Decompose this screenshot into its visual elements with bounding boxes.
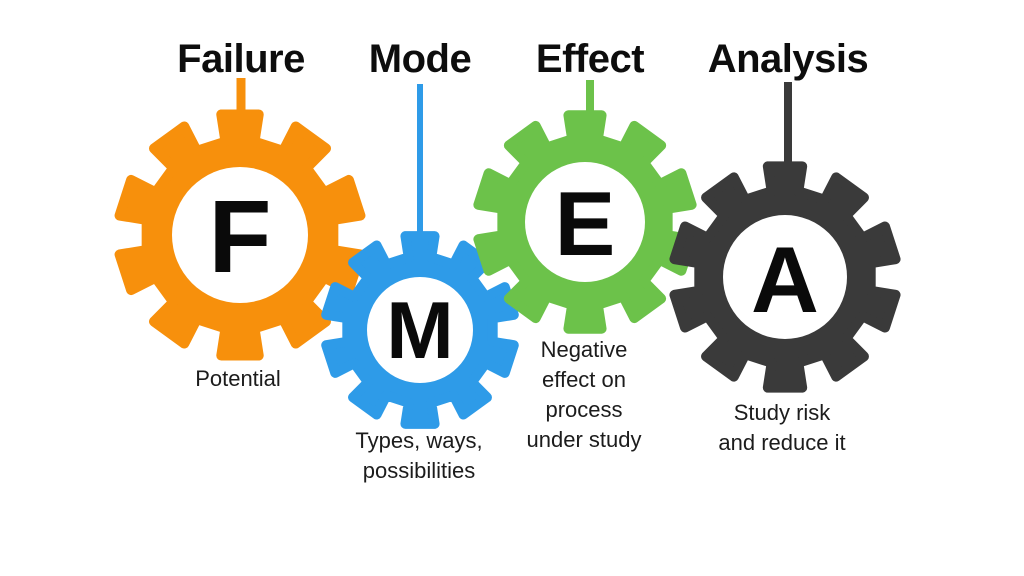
caption-line: possibilities [363, 458, 476, 483]
gear-letter-m: M [386, 286, 453, 376]
gear-hub-mode [367, 277, 473, 383]
gears-group [114, 109, 901, 429]
gear-analysis[interactable] [669, 161, 901, 393]
caption-line: effect on [542, 367, 626, 392]
caption-line: under study [527, 427, 642, 452]
connector-stem-analysis [784, 82, 792, 195]
caption-line: and reduce it [718, 430, 845, 455]
gear-letter-e: E [555, 174, 616, 275]
connector-stem-effect [586, 80, 594, 138]
caption-effect: Negative effect on process under study [527, 337, 642, 452]
connector-stems-group [236, 78, 792, 265]
caption-line: Negative [541, 337, 628, 362]
heading-mode: Mode [369, 37, 471, 81]
headings-group: Failure Mode Effect Analysis [177, 37, 869, 81]
gear-hub-analysis [723, 215, 847, 339]
gear-hub-failure [172, 167, 308, 303]
caption-line: Potential [195, 366, 281, 391]
gear-letter-f: F [209, 179, 272, 294]
heading-analysis: Analysis [708, 37, 869, 81]
heading-effect: Effect [536, 37, 644, 81]
caption-line: process [545, 397, 622, 422]
caption-failure: Potential [195, 366, 281, 391]
gear-letters-group: F M E A [209, 174, 819, 376]
gear-letter-a: A [751, 227, 819, 332]
gear-failure[interactable] [114, 109, 366, 361]
caption-analysis: Study risk and reduce it [718, 400, 845, 455]
caption-mode: Types, ways, possibilities [355, 428, 482, 483]
connector-stem-failure [236, 78, 246, 140]
gear-hub-effect [525, 162, 645, 282]
gear-effect[interactable] [473, 110, 697, 334]
caption-line: Types, ways, [355, 428, 482, 453]
gear-mode[interactable] [321, 231, 519, 429]
heading-failure: Failure [177, 37, 305, 81]
connector-stem-mode [417, 84, 423, 265]
caption-line: Study risk [734, 400, 832, 425]
